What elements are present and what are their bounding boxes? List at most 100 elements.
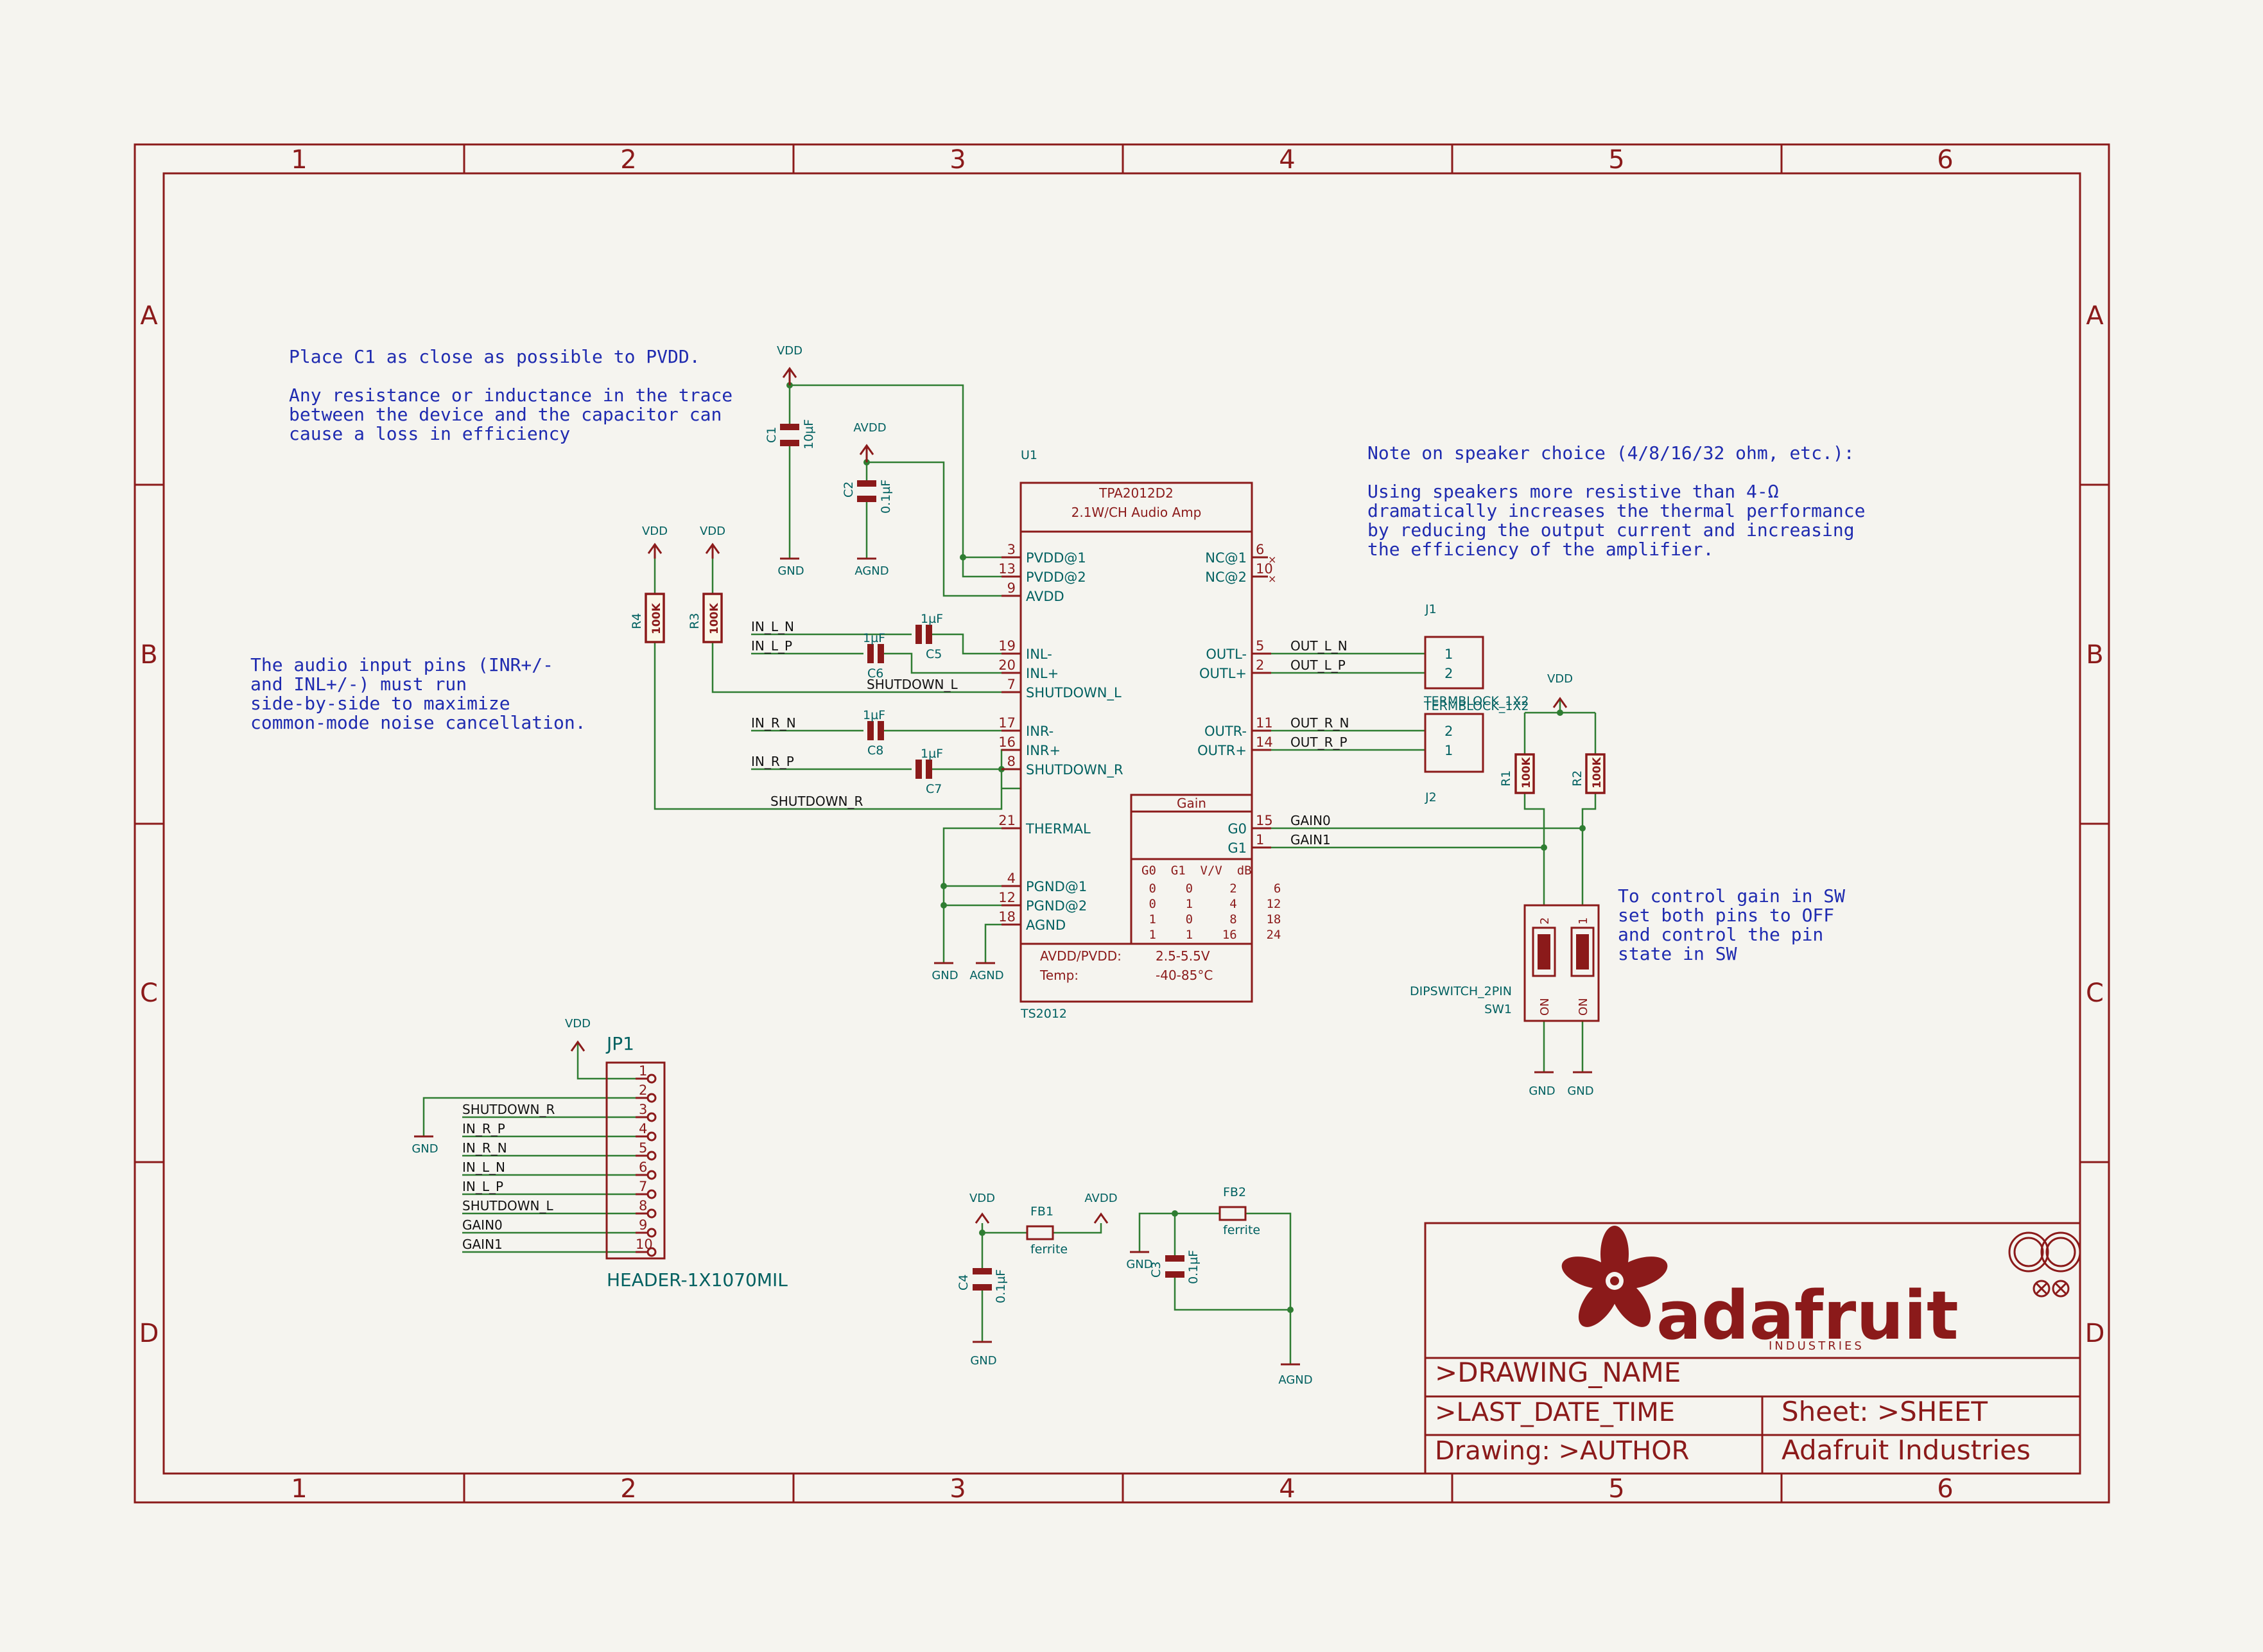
component-value: 0.1µF <box>879 480 893 514</box>
pin-number: 13 <box>998 561 1016 577</box>
pin-number: 1 <box>1444 647 1453 662</box>
power-label: AVDD <box>853 421 886 435</box>
agnd-symbol-ic: AGND <box>969 962 1004 982</box>
pin-name: OUTL- <box>1206 647 1247 662</box>
component-value: ferrite <box>1030 1242 1068 1256</box>
component-ref: J2 <box>1425 790 1437 804</box>
component-value: DIPSWITCH_2PIN <box>1410 984 1512 998</box>
pin-name: OUTL+ <box>1199 666 1247 681</box>
capacitor-c5: 1µF C5 <box>915 612 943 661</box>
vdd-symbol-c1: VDD <box>777 344 802 385</box>
pin-number: 8 <box>639 1198 647 1213</box>
component-ref: R4 <box>630 613 644 629</box>
net-label: IN_R_P <box>751 754 794 769</box>
pin-number: 1 <box>639 1063 647 1079</box>
component-value: 100K <box>1591 757 1604 788</box>
power-label: VDD <box>700 525 725 538</box>
component-value: 0.1µF <box>1186 1250 1201 1284</box>
capacitor-c4: C4 0.1µF <box>957 1268 1008 1303</box>
avdd-symbol-c2: AVDD <box>853 421 887 462</box>
note-text: state in SW <box>1618 943 1737 964</box>
component-value: TERMBLOCK_1X2 <box>1423 694 1529 708</box>
resistor-r4: 100K R4 <box>630 593 665 643</box>
power-label: AGND <box>1278 1373 1312 1387</box>
last-date-time: >LAST_DATE_TIME <box>1435 1398 1675 1427</box>
note-input: The audio input pins (INR+/- and INL+/-)… <box>250 654 586 733</box>
component-ref: C3 <box>1149 1262 1163 1278</box>
component-value: 100K <box>650 603 663 634</box>
power-label: VDD <box>1547 672 1573 686</box>
net-label: GAIN0 <box>462 1217 503 1233</box>
note-text: dramatically increases the thermal perfo… <box>1367 500 1865 521</box>
pin-number: 3 <box>1007 542 1016 557</box>
adafruit-logo: adafruit INDUSTRIES <box>1561 1226 1959 1355</box>
junction-dots <box>786 382 1586 1313</box>
pin-number: 9 <box>639 1217 647 1233</box>
pin-name: SHUTDOWN_R <box>1026 762 1123 778</box>
gain-table-row: 1 0 8 18 <box>1141 912 1281 926</box>
pin-number: 9 <box>1007 580 1016 596</box>
power-label: AGND <box>969 969 1003 982</box>
power-label: VDD <box>969 1192 995 1205</box>
net-label: IN_R_P <box>462 1121 505 1136</box>
component-ref: C1 <box>765 427 779 443</box>
gnd-symbol-sw1-b: GND <box>1567 1071 1594 1098</box>
component-value: HEADER-1X1070MIL <box>607 1269 788 1291</box>
sheet-number: Sheet: >SHEET <box>1782 1396 1988 1427</box>
header-pins: 1 2 3 4 5 6 7 8 9 10 <box>636 1063 657 1257</box>
component-ref: SW1 <box>1484 1002 1512 1016</box>
net-label: OUT_L_N <box>1290 638 1348 654</box>
component-value: 1µF <box>921 747 943 761</box>
component-value: 1µF <box>863 631 885 645</box>
nc-mark: × <box>1268 553 1276 566</box>
ic-left-pins: 3 13 9 19 20 7 17 16 8 21 4 12 18 PVDD@1… <box>998 542 1123 933</box>
ferrite-fb2: FB2 ferrite <box>1218 1185 1260 1237</box>
net-label: IN_L_P <box>462 1179 503 1194</box>
col-label: 1 <box>291 1474 307 1504</box>
col-label: 1 <box>291 145 307 175</box>
power-label: GND <box>777 564 804 578</box>
terminal-block-j2: TERMBLOCK_1X2 2 1 J2 <box>1423 699 1529 804</box>
pin-number: 1 <box>1577 917 1590 925</box>
pin-name: INR+ <box>1026 743 1061 758</box>
note-text: the efficiency of the amplifier. <box>1367 539 1713 560</box>
note-speaker: Note on speaker choice (4/8/16/32 ohm, e… <box>1367 442 1865 560</box>
net-labels: IN_L_N IN_L_P SHUTDOWN_L IN_R_N IN_R_P S… <box>751 619 1349 848</box>
vdd-symbol-r1r2: VDD <box>1547 672 1573 708</box>
pin-number: 14 <box>1256 735 1273 750</box>
pin-name: PGND@2 <box>1026 898 1087 914</box>
note-text: Any resistance or inductance in the trac… <box>289 385 733 406</box>
vdd-symbol-jp1: VDD <box>565 1017 591 1052</box>
net-label: SHUTDOWN_L <box>867 677 958 692</box>
pin-number: 6 <box>639 1160 647 1175</box>
component-value: TERMBLOCK_1X2 <box>1423 699 1529 713</box>
agnd-symbol-fb2: AGND <box>1278 1363 1313 1387</box>
pin-name: NC@1 <box>1205 550 1247 566</box>
ic-right-pins: × × 6 10 5 2 11 14 15 1 NC@1 NC@2 OUTL- … <box>1197 542 1276 856</box>
pin-number: 5 <box>639 1140 647 1156</box>
title-block: adafruit INDUSTRIES >DRAWING_NAME >LAST_… <box>1424 1222 2081 1475</box>
pin-number: 2 <box>1444 724 1453 739</box>
net-label: SHUTDOWN_R <box>770 794 863 809</box>
pin-name: INL- <box>1026 647 1052 662</box>
col-label: 5 <box>1608 145 1624 175</box>
pin-number: 4 <box>639 1121 647 1136</box>
component-ref: J1 <box>1425 602 1437 616</box>
capacitor-c3: C3 0.1µF <box>1149 1250 1201 1284</box>
pin-number: 18 <box>998 909 1016 925</box>
header-jp1: JP1 1 2 3 4 5 <box>462 1033 788 1291</box>
note-text: Using speakers more resistive than 4-Ω <box>1367 481 1779 502</box>
sheet-frame <box>134 143 2110 1504</box>
component-value: 10µF <box>802 419 816 449</box>
pin-number: 10 <box>636 1237 653 1252</box>
flower-icon <box>1561 1226 1668 1327</box>
note-text: Place C1 as close as possible to PVDD. <box>289 346 700 367</box>
vdd-symbol-r4: VDD <box>642 525 668 559</box>
pin-number: 2 <box>1256 657 1264 673</box>
gnd-symbol-c1: GND <box>777 557 804 578</box>
pin-name: G1 <box>1227 840 1247 856</box>
net-label: GAIN0 <box>1290 813 1331 828</box>
component-ref: C4 <box>957 1274 971 1291</box>
power-label: GND <box>932 969 958 982</box>
pin-name: INL+ <box>1026 666 1059 681</box>
